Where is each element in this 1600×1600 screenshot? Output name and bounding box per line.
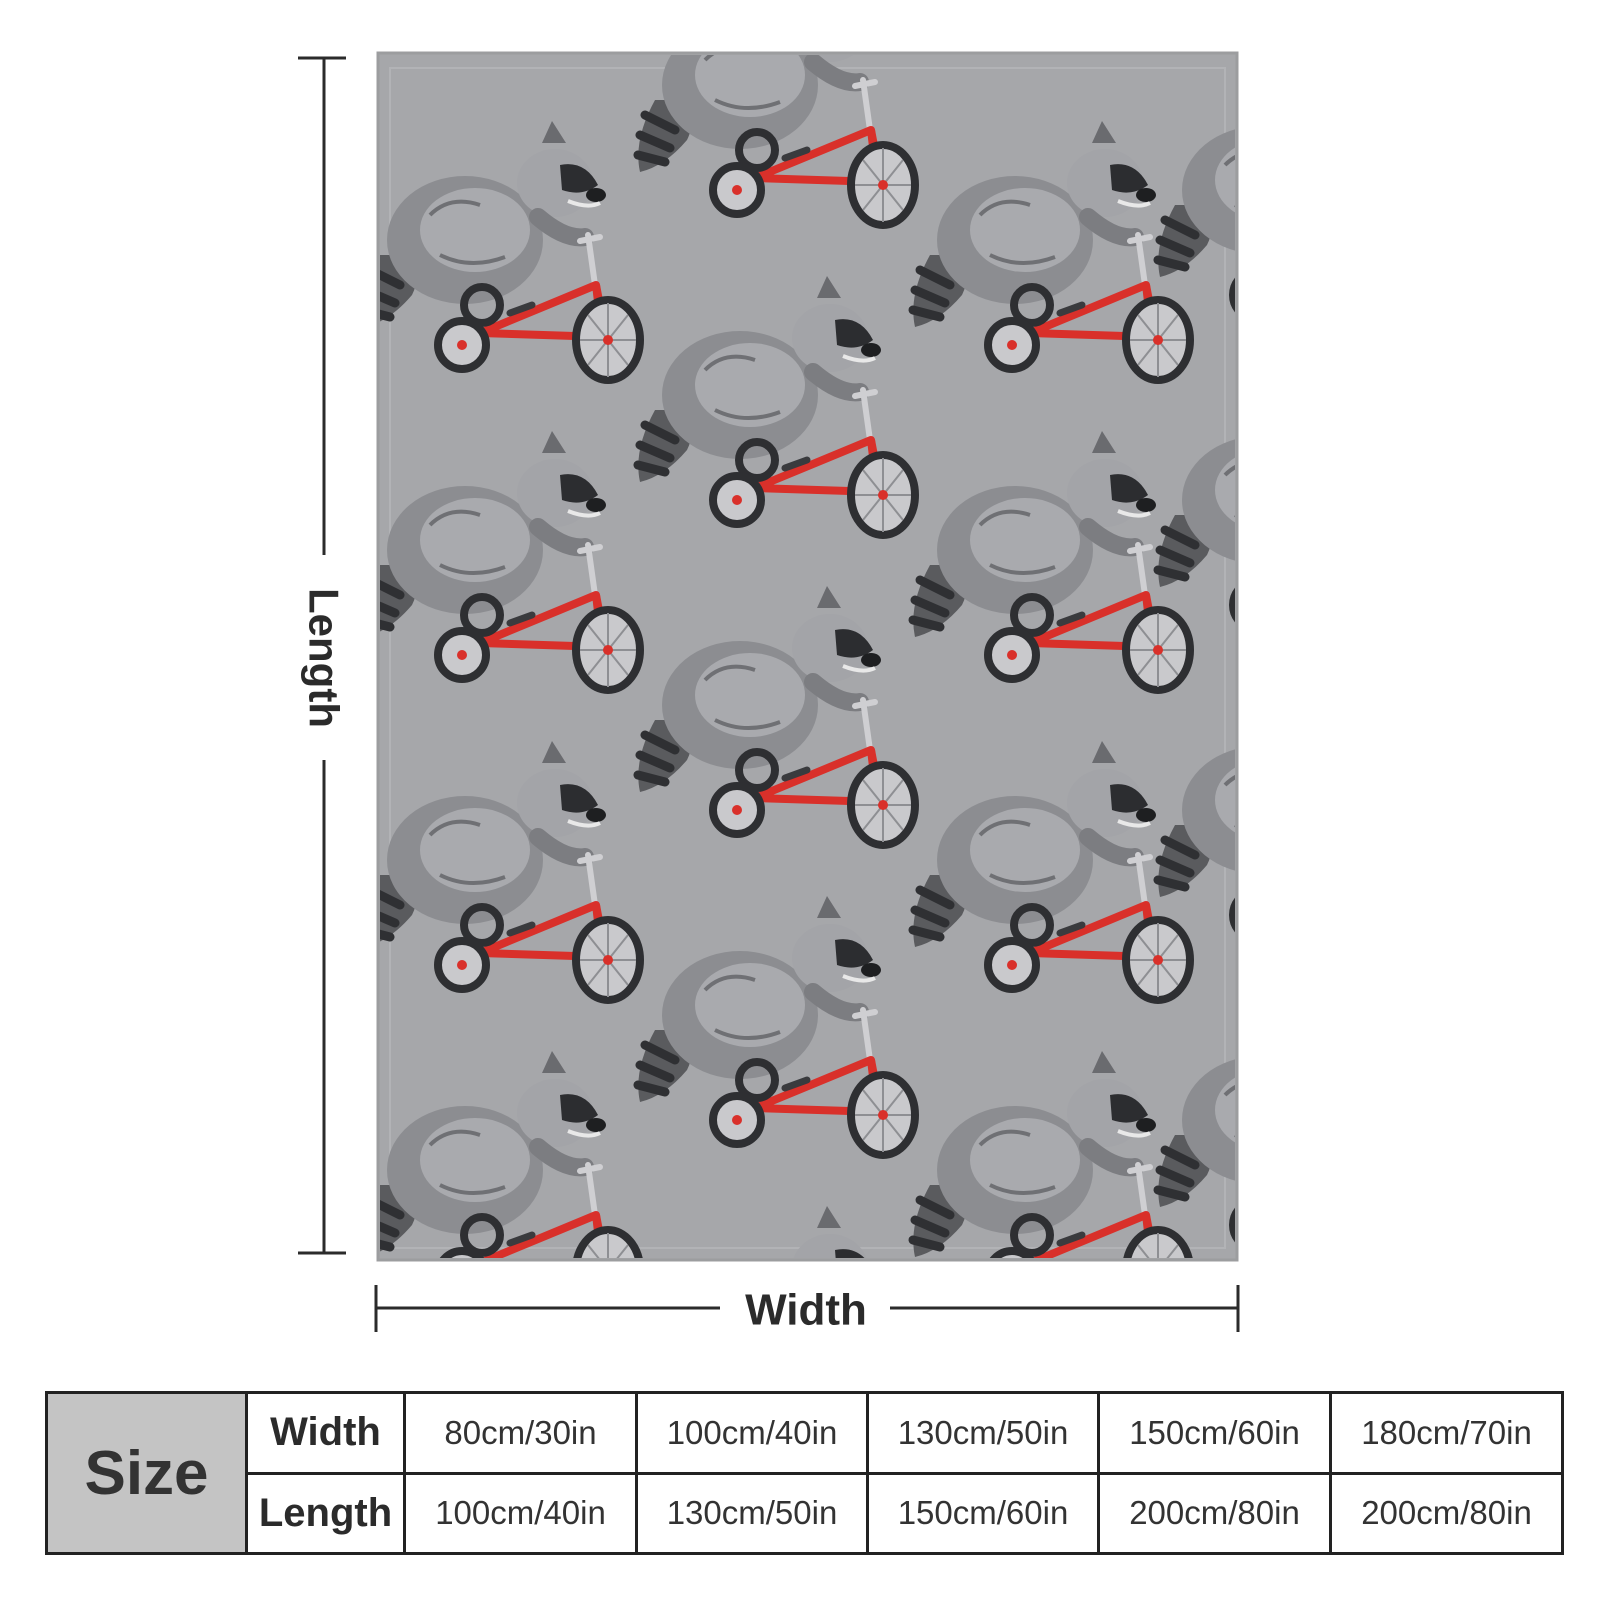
- length-label: Length: [301, 588, 348, 728]
- width-dimension: [374, 1285, 1240, 1332]
- width-label: Width: [745, 1286, 867, 1335]
- row-label-length: Length: [245, 1471, 406, 1555]
- table-row: Length 100cm/40in 130cm/50in 150cm/60in …: [47, 1471, 1564, 1555]
- length-dimension: [298, 56, 346, 1255]
- table-cell: 150cm/60in: [1097, 1391, 1332, 1475]
- table-cell: 130cm/50in: [635, 1471, 869, 1555]
- table-row: Size Width 80cm/30in 100cm/40in 130cm/50…: [45, 1391, 1564, 1555]
- size-chart-table: Size Width 80cm/30in 100cm/40in 130cm/50…: [45, 1391, 1564, 1555]
- table-cell: 150cm/60in: [866, 1471, 1100, 1555]
- table-cell: 130cm/50in: [866, 1391, 1100, 1475]
- row-label-width: Width: [245, 1391, 406, 1475]
- size-header-cell: Size: [45, 1391, 248, 1555]
- table-cell: 100cm/40in: [403, 1471, 638, 1555]
- table-cell: 80cm/30in: [403, 1391, 638, 1475]
- table-cell: 200cm/80in: [1329, 1471, 1564, 1555]
- blanket-illustration: Length Width: [298, 51, 1240, 1335]
- table-cell: 200cm/80in: [1097, 1471, 1332, 1555]
- table-cell: 180cm/70in: [1329, 1391, 1564, 1475]
- table-cell: 100cm/40in: [635, 1391, 869, 1475]
